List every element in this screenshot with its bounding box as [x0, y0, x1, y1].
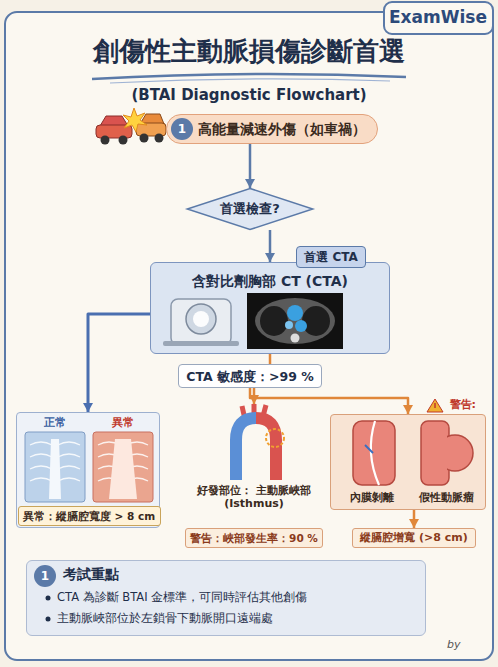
connector: [245, 144, 255, 188]
arrow-head: [245, 179, 255, 188]
connector: [265, 230, 275, 262]
node-text: 高能量減速外傷（如車禍）: [178, 121, 366, 138]
callout-number: 1: [34, 565, 56, 587]
caption-box: 異常：縱膈腔寬度 > 8 cm: [18, 506, 161, 526]
connector: [83, 314, 150, 412]
subtitle: (BTAI Diagnostic Flowchart): [0, 86, 498, 104]
node-text: 含對比劑胸部 CT (CTA): [151, 273, 389, 290]
node-text: 正常: [25, 416, 85, 429]
node-text: 首選檢查?: [220, 201, 280, 217]
connector-line: [269, 354, 272, 364]
node-text: CTA 敏感度：>99 %: [186, 369, 314, 384]
tag-box: 首選 CTA: [296, 246, 366, 268]
node-text: 警告:: [447, 398, 479, 411]
connector-line: [88, 314, 150, 412]
widening-box: 縱膈腔增寬 (>8 cm): [352, 528, 476, 548]
title: 創傷性主動脈損傷診斷首選: [0, 34, 498, 69]
node-text: 異常: [93, 416, 153, 429]
credit-label: by: [447, 638, 461, 651]
warning-box: 警告：峽部發生率：90 %: [185, 528, 323, 548]
node-text: 好發部位： 主動脈峽部 (Isthmus): [186, 484, 322, 510]
aorta-node: 好發部位： 主動脈峽部 (Isthmus): [186, 404, 322, 514]
node-text: 內膜剝離: [337, 491, 407, 504]
lesion-panel: 警告:內膜剝離假性動脈瘤: [330, 414, 486, 510]
node-text: 警告：峽部發生率：90 %: [190, 532, 318, 545]
event-band: 高能量減速外傷（如車禍）: [166, 114, 378, 144]
connector: [270, 354, 271, 364]
ct-box: 含對比劑胸部 CT (CTA): [150, 262, 390, 354]
callout-number: 1: [171, 118, 193, 140]
decision-diamond: 首選檢查?: [186, 188, 314, 230]
node-text: 首選 CTA: [304, 250, 358, 264]
brand-label: ExamWise: [388, 7, 488, 27]
diamond-shape: [187, 188, 312, 229]
node-text: 考試重點: [63, 566, 119, 583]
sensitivity-box: CTA 敏感度：>99 %: [178, 364, 322, 388]
arrow-head: [265, 253, 275, 262]
node-text: 主動脈峽部位於左鎖骨下動脈開口遠端處: [57, 612, 273, 626]
connector: [409, 510, 419, 528]
node-text: 縱膈腔增寬 (>8 cm): [360, 531, 468, 544]
arrow-head: [409, 519, 419, 528]
brand-moon-icon: [464, 636, 476, 648]
connector-line: [250, 388, 408, 414]
xray-panel: 正常異常異常：縱膈腔寬度 > 8 cm: [16, 412, 160, 528]
connector: [250, 388, 413, 414]
car-crash-icon: [96, 108, 166, 145]
node-text: CTA 為診斷 BTAI 金標準，可同時評估其他創傷: [57, 591, 307, 605]
node-text: 假性動脈瘤: [409, 491, 483, 504]
node-text: 異常：縱膈腔寬度 > 8 cm: [23, 510, 155, 523]
arrow-head: [83, 403, 93, 412]
exam-box: 考試重點 CTA 為診斷 BTAI 金標準，可同時評估其他創傷主動脈峽部位於左鎖骨…: [26, 560, 426, 636]
arrow-head: [403, 405, 413, 414]
